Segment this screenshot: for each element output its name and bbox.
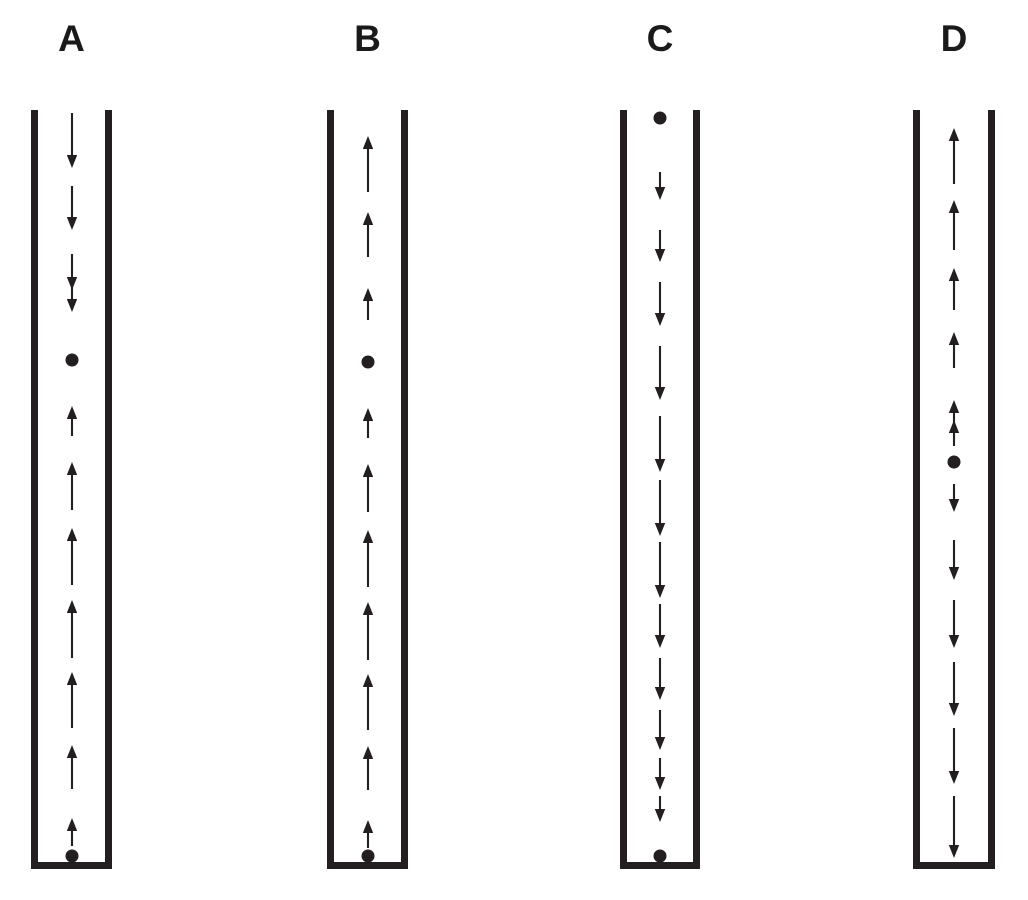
velocity-vector-up-icon	[361, 288, 376, 320]
velocity-vector-up-icon	[65, 745, 80, 789]
velocity-vector-up-icon	[947, 200, 962, 250]
tube-floor	[327, 862, 408, 869]
velocity-vector-up-icon	[361, 820, 376, 848]
ball-marker	[361, 355, 375, 369]
velocity-vector-up-icon	[361, 212, 376, 257]
velocity-vector-up-icon	[65, 818, 80, 846]
velocity-vector-down-icon	[653, 416, 668, 472]
velocity-vector-down-icon	[65, 254, 80, 290]
tube-wall-left	[31, 110, 38, 869]
velocity-vector-down-icon	[653, 230, 668, 262]
velocity-vector-down-icon	[653, 796, 668, 822]
tube-floor	[31, 862, 112, 869]
ball-marker	[947, 455, 961, 469]
velocity-vector-up-icon	[947, 268, 962, 310]
velocity-vector-up-icon	[65, 406, 80, 436]
tube-body-b	[327, 110, 408, 869]
velocity-vector-up-icon	[361, 530, 376, 587]
velocity-vector-down-icon	[653, 480, 668, 536]
tube-wall-left	[620, 110, 627, 869]
velocity-vector-down-icon	[653, 658, 668, 700]
velocity-vector-up-icon	[947, 420, 962, 446]
velocity-vector-down-icon	[653, 758, 668, 790]
tube-group-b: B	[287, 0, 448, 900]
tube-contents-d	[873, 0, 1028, 900]
velocity-vector-down-icon	[653, 282, 668, 326]
tube-body-d	[913, 110, 995, 869]
ball-marker	[65, 353, 79, 367]
tube-group-d: D	[873, 0, 1028, 900]
velocity-vector-down-icon	[947, 600, 962, 648]
velocity-vector-up-icon	[65, 462, 80, 510]
tube-body-c	[620, 110, 700, 869]
tube-floor	[620, 862, 700, 869]
ball-marker	[361, 849, 375, 863]
velocity-vector-down-icon	[947, 484, 962, 512]
tube-group-a: A	[0, 0, 152, 900]
velocity-vector-up-icon	[65, 528, 80, 585]
velocity-vector-down-icon	[65, 284, 80, 312]
velocity-vector-down-icon	[653, 172, 668, 200]
velocity-vector-down-icon	[653, 710, 668, 750]
tube-wall-right	[693, 110, 700, 869]
velocity-vector-down-icon	[65, 186, 80, 230]
tube-wall-right	[988, 110, 995, 869]
velocity-vector-up-icon	[65, 672, 80, 728]
tube-wall-right	[105, 110, 112, 869]
velocity-vector-up-icon	[947, 400, 962, 428]
ball-marker	[653, 849, 667, 863]
tube-contents-b	[287, 0, 448, 900]
tube-label-a: A	[58, 18, 85, 59]
velocity-vector-down-icon	[65, 113, 80, 168]
velocity-vector-up-icon	[947, 128, 962, 184]
tube-label-d: D	[940, 18, 968, 59]
velocity-vector-down-icon	[947, 662, 962, 716]
velocity-vector-up-icon	[361, 602, 376, 660]
velocity-vector-up-icon	[361, 464, 376, 512]
velocity-vector-up-icon	[361, 746, 376, 790]
tube-floor	[913, 862, 995, 869]
velocity-vector-down-icon	[653, 542, 668, 598]
velocity-vector-up-icon	[361, 136, 376, 192]
velocity-vector-up-icon	[65, 600, 80, 658]
tube-wall-left	[913, 110, 920, 869]
velocity-vector-up-icon	[361, 674, 376, 730]
tube-label-b: B	[354, 18, 381, 59]
velocity-vector-up-icon	[361, 408, 376, 438]
tube-contents-a	[0, 0, 152, 900]
velocity-vector-down-icon	[653, 604, 668, 648]
ball-marker	[653, 111, 667, 125]
tube-contents-c	[580, 0, 740, 900]
velocity-vector-up-icon	[947, 332, 962, 368]
velocity-vector-down-icon	[947, 728, 962, 784]
velocity-vector-down-icon	[653, 346, 668, 400]
tube-wall-right	[401, 110, 408, 869]
ball-marker	[65, 849, 79, 863]
velocity-vector-down-icon	[947, 540, 962, 580]
velocity-vector-down-icon	[947, 796, 962, 858]
tube-body-a	[31, 110, 112, 869]
tube-label-c: C	[646, 18, 674, 59]
tube-group-c: C	[580, 0, 740, 900]
tube-wall-left	[327, 110, 334, 869]
